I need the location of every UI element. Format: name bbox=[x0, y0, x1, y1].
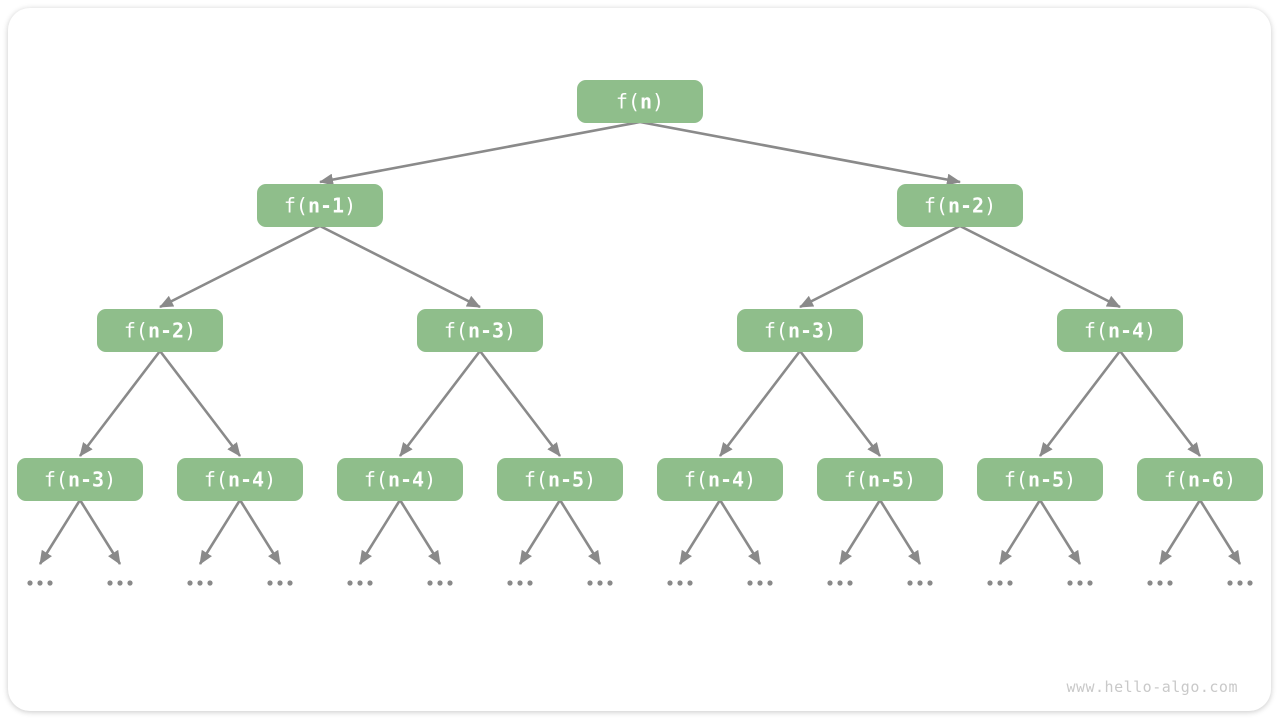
ellipsis-node bbox=[27, 580, 53, 586]
tree-edge bbox=[38, 499, 82, 565]
tree-node-label: f(n-3) bbox=[764, 319, 836, 343]
ellipsis-node bbox=[107, 580, 133, 586]
tree-node: f(n) bbox=[577, 80, 703, 123]
tree-node-label: f(n-5) bbox=[844, 468, 916, 492]
watermark: www.hello-algo.com bbox=[1066, 678, 1238, 696]
tree-node-label: f(n-4) bbox=[1084, 319, 1156, 343]
ellipsis-node bbox=[187, 580, 213, 586]
tree-node-label: f(n-3) bbox=[44, 468, 116, 492]
ellipsis-node bbox=[987, 580, 1013, 586]
ellipsis-node bbox=[347, 580, 373, 586]
ellipsis-node bbox=[1067, 580, 1093, 586]
tree-node: f(n-3) bbox=[417, 309, 543, 352]
tree-edge bbox=[838, 499, 882, 565]
tree-node: f(n-6) bbox=[1137, 458, 1263, 501]
tree-node-label: f(n-5) bbox=[524, 468, 596, 492]
tree-node: f(n-2) bbox=[97, 309, 223, 352]
tree-edge bbox=[319, 120, 641, 186]
tree-node-label: f(n) bbox=[616, 90, 664, 114]
tree-edge bbox=[78, 499, 122, 565]
ellipsis-node bbox=[1147, 580, 1173, 586]
tree-edge bbox=[878, 499, 922, 565]
tree-edge bbox=[478, 350, 562, 457]
tree-node: f(n-4) bbox=[1057, 309, 1183, 352]
tree-node: f(n-2) bbox=[897, 184, 1023, 227]
tree-node-label: f(n-4) bbox=[684, 468, 756, 492]
tree-edge bbox=[398, 499, 442, 565]
tree-edge bbox=[718, 499, 762, 565]
tree-node-label: f(n-6) bbox=[1164, 468, 1236, 492]
tree-edge bbox=[159, 224, 321, 309]
ellipsis-node bbox=[507, 580, 533, 586]
tree-edge bbox=[319, 224, 481, 309]
tree-node-label: f(n-4) bbox=[204, 468, 276, 492]
tree-edge bbox=[798, 350, 882, 457]
ellipsis-node bbox=[907, 580, 933, 586]
tree-edge bbox=[1198, 499, 1242, 565]
tree-node: f(n-5) bbox=[497, 458, 623, 501]
tree-edge bbox=[1038, 499, 1082, 565]
nodes-layer: f(n) f(n-1) f(n-2) f(n-3) f(n-4) f(n-3) f(n-4)… bbox=[17, 80, 1263, 586]
ellipsis-node bbox=[747, 580, 773, 586]
tree-node: f(n-3) bbox=[17, 458, 143, 501]
tree-node-label: f(n-3) bbox=[444, 319, 516, 343]
tree-edge bbox=[1118, 350, 1202, 457]
tree-edge bbox=[998, 499, 1042, 565]
tree-edge bbox=[718, 350, 802, 457]
tree-node: f(n-4) bbox=[337, 458, 463, 501]
tree-edge bbox=[1158, 499, 1202, 565]
tree-node: f(n-4) bbox=[177, 458, 303, 501]
tree-edge bbox=[158, 350, 242, 457]
ellipsis-node bbox=[267, 580, 293, 586]
tree-edge bbox=[678, 499, 722, 565]
ellipsis-node bbox=[667, 580, 693, 586]
tree-node: f(n-3) bbox=[737, 309, 863, 352]
tree-node: f(n-5) bbox=[977, 458, 1103, 501]
tree-edge bbox=[518, 499, 562, 565]
tree-node-label: f(n-1) bbox=[284, 194, 356, 218]
tree-node-label: f(n-2) bbox=[124, 319, 196, 343]
tree-edge bbox=[558, 499, 602, 565]
tree-edge bbox=[358, 499, 402, 565]
tree-node-label: f(n-5) bbox=[1004, 468, 1076, 492]
ellipsis-node bbox=[427, 580, 453, 586]
tree-edge bbox=[1038, 350, 1122, 457]
diagram-card bbox=[8, 8, 1271, 711]
tree-node: f(n-5) bbox=[817, 458, 943, 501]
tree-edge bbox=[959, 224, 1121, 309]
tree-node: f(n-4) bbox=[657, 458, 783, 501]
tree-node: f(n-1) bbox=[257, 184, 383, 227]
ellipsis-node bbox=[587, 580, 613, 586]
tree-edge bbox=[799, 224, 961, 309]
tree-node-label: f(n-4) bbox=[364, 468, 436, 492]
ellipsis-node bbox=[1227, 580, 1253, 586]
tree-edge bbox=[398, 350, 482, 457]
tree-edge bbox=[238, 499, 282, 565]
tree-edge bbox=[78, 350, 162, 457]
tree-edge bbox=[639, 120, 961, 186]
tree-node-label: f(n-2) bbox=[924, 194, 996, 218]
ellipsis-node bbox=[827, 580, 853, 586]
edges-layer bbox=[38, 120, 1242, 565]
tree-edge bbox=[198, 499, 242, 565]
